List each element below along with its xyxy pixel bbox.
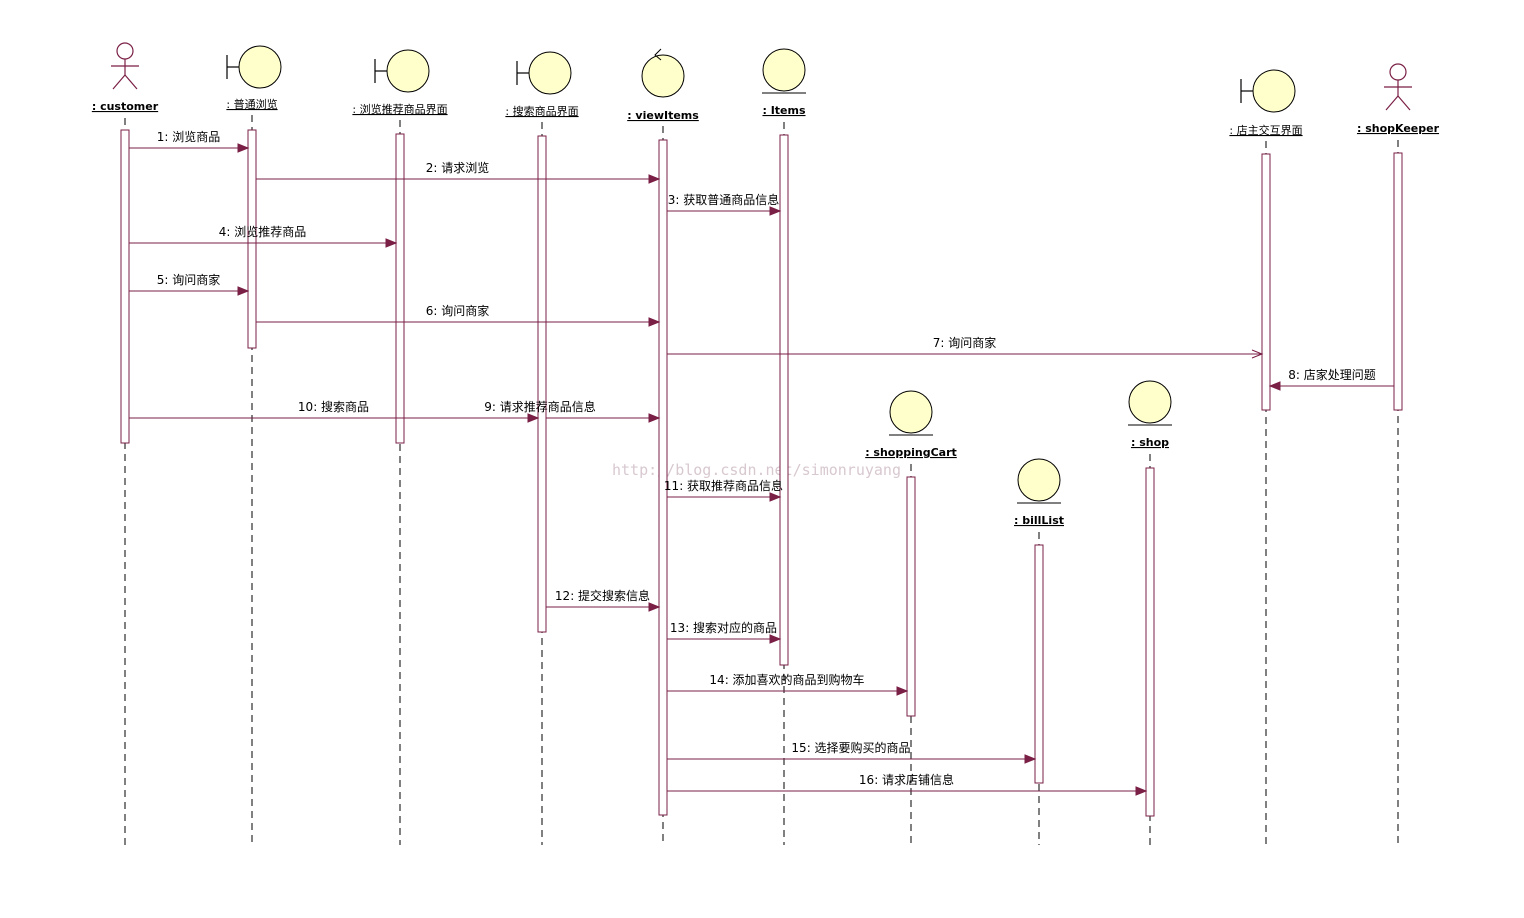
message-8: 8: 店家处理问题 — [1268, 367, 1394, 391]
activation-customer — [120, 129, 130, 444]
message-label: 12: 提交搜索信息 — [555, 588, 650, 603]
message-label: 1: 浏览商品 — [157, 129, 221, 144]
entity-icon — [1128, 380, 1172, 426]
arrowhead-icon — [648, 317, 661, 327]
activation-shop — [1145, 467, 1155, 817]
object-name-billlist: : billList — [1014, 514, 1064, 527]
message-label: 14: 添加喜欢的商品到购物车 — [709, 672, 864, 687]
control-icon — [641, 48, 685, 98]
message-label: 13: 搜索对应的商品 — [670, 620, 777, 635]
arrowhead-icon — [769, 634, 782, 644]
arrowhead-icon — [237, 143, 250, 153]
message-label: 4: 浏览推荐商品 — [219, 224, 307, 239]
arrowhead-icon — [527, 413, 540, 423]
message-9: 9: 请求推荐商品信息 — [484, 399, 661, 423]
object-name-dianzhu: : 店主交互界面 — [1229, 123, 1302, 137]
message-label: 6: 询问商家 — [426, 303, 490, 318]
activation-items — [779, 134, 789, 666]
message-10: 10: 搜索商品 — [129, 399, 540, 423]
message-label: 3: 获取普通商品信息 — [668, 192, 780, 207]
arrowhead-icon — [237, 286, 250, 296]
message-15: 15: 选择要购买的商品 — [667, 740, 1037, 764]
arrowhead-icon — [769, 206, 782, 216]
message-label: 9: 请求推荐商品信息 — [484, 399, 596, 414]
activation-dianzhu — [1261, 153, 1271, 411]
activation-billlist — [1034, 544, 1044, 784]
message-label: 10: 搜索商品 — [298, 399, 369, 414]
message-label: 2: 请求浏览 — [426, 160, 490, 175]
actor-icon — [111, 42, 139, 90]
arrowhead-icon — [648, 174, 661, 184]
activation-putong — [247, 129, 257, 349]
arrowhead-icon — [769, 492, 782, 502]
arrowhead-icon — [896, 686, 909, 696]
message-label: 7: 询问商家 — [933, 335, 997, 350]
entity-icon — [889, 390, 933, 436]
message-14: 14: 添加喜欢的商品到购物车 — [667, 672, 909, 696]
message-4: 4: 浏览推荐商品 — [129, 224, 398, 248]
object-name-shop: : shop — [1131, 436, 1169, 449]
message-2: 2: 请求浏览 — [256, 160, 661, 184]
message-label: 16: 请求店铺信息 — [859, 772, 954, 787]
message-label: 5: 询问商家 — [157, 272, 221, 287]
boundary-icon — [226, 45, 282, 89]
entity-icon — [1017, 458, 1061, 504]
arrowhead-icon — [1024, 754, 1037, 764]
message-label: 8: 店家处理问题 — [1288, 367, 1376, 382]
boundary-icon — [516, 51, 572, 95]
activation-viewitems — [658, 139, 668, 816]
message-6: 6: 询问商家 — [256, 303, 661, 327]
object-name-shopkeeper: : shopKeeper — [1357, 122, 1440, 135]
activation-shoppingcart — [906, 476, 916, 717]
object-name-customer: : customer — [92, 100, 159, 113]
object-name-putong: : 普通浏览 — [226, 97, 277, 111]
message-13: 13: 搜索对应的商品 — [667, 620, 782, 644]
message-1: 1: 浏览商品 — [129, 129, 250, 153]
message-11: 11: 获取推荐商品信息 — [664, 478, 783, 502]
actor-icon — [1384, 63, 1412, 111]
arrowhead-icon — [385, 238, 398, 248]
activation-sousuo — [537, 135, 547, 633]
entity-icon — [762, 48, 806, 94]
activation-shopkeeper — [1393, 152, 1403, 411]
arrowhead-icon — [1251, 349, 1264, 359]
activation-liulan — [395, 133, 405, 444]
object-name-shoppingcart: : shoppingCart — [865, 446, 957, 459]
message-label: 11: 获取推荐商品信息 — [664, 478, 783, 493]
message-label: 15: 选择要购买的商品 — [791, 740, 910, 755]
arrowhead-icon — [648, 602, 661, 612]
object-name-liulan: : 浏览推荐商品界面 — [352, 102, 447, 116]
boundary-icon — [1240, 69, 1296, 113]
object-name-items: : Items — [762, 104, 806, 117]
arrowhead-icon — [1135, 786, 1148, 796]
watermark: http://blog.csdn.net/simonruyang — [612, 461, 901, 479]
object-name-viewitems: : viewItems — [627, 109, 699, 122]
arrowhead-icon — [1268, 381, 1281, 391]
message-12: 12: 提交搜索信息 — [546, 588, 661, 612]
boundary-icon — [374, 49, 430, 93]
message-3: 3: 获取普通商品信息 — [667, 192, 782, 216]
object-name-sousuo: : 搜索商品界面 — [505, 104, 578, 118]
message-16: 16: 请求店铺信息 — [667, 772, 1148, 796]
arrowhead-icon — [648, 413, 661, 423]
message-7: 7: 询问商家 — [667, 335, 1264, 359]
message-5: 5: 询问商家 — [129, 272, 250, 296]
